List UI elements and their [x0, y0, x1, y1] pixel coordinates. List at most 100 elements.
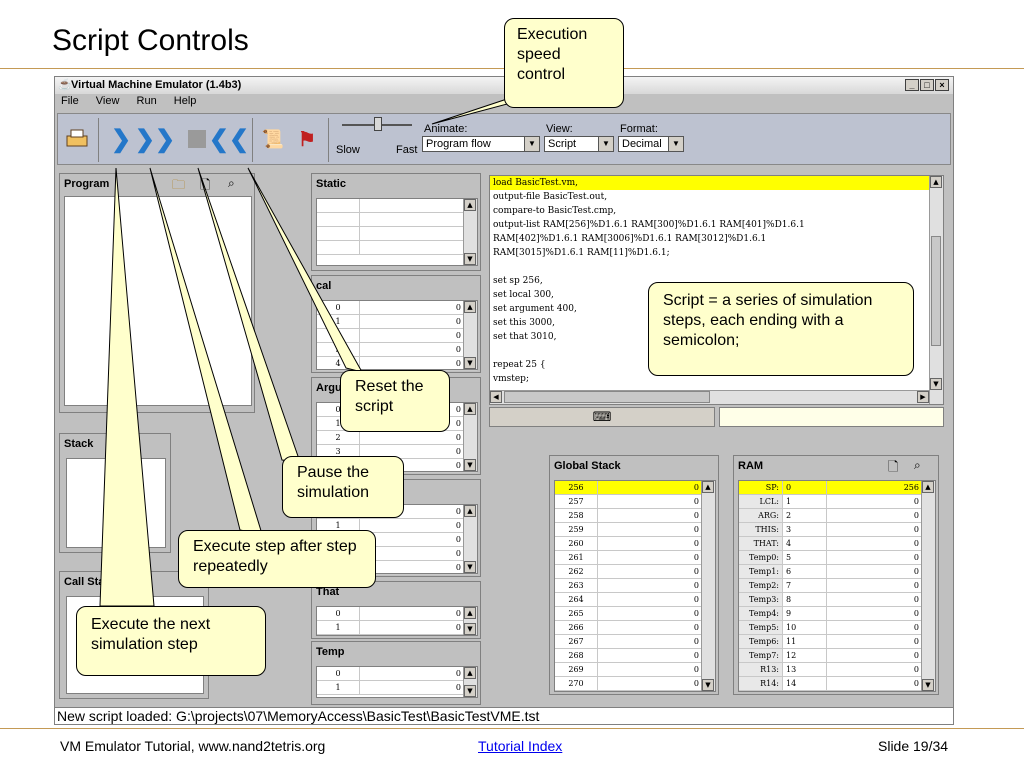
- row-value[interactable]: 0: [455, 623, 461, 632]
- row-value[interactable]: 0: [455, 609, 461, 618]
- menu-run[interactable]: Run: [136, 95, 157, 107]
- row-value[interactable]: 0: [455, 669, 461, 678]
- row-value[interactable]: 0: [455, 461, 461, 470]
- load-program-button[interactable]: [62, 124, 92, 154]
- script-line[interactable]: output-file BasicTest.out,: [493, 192, 608, 202]
- script-line[interactable]: set that 3010,: [493, 332, 557, 342]
- reset-button[interactable]: ❮❮: [209, 124, 249, 154]
- program-list[interactable]: [64, 196, 252, 406]
- scrollbar[interactable]: ▲▼: [463, 505, 477, 573]
- row-value[interactable]: 0: [455, 317, 461, 326]
- new-file-icon[interactable]: 🗋: [888, 459, 899, 474]
- row-value[interactable]: 0: [455, 683, 461, 692]
- script-hscrollbar[interactable]: ◀▶: [490, 390, 929, 404]
- scrollbar[interactable]: ▲▼: [463, 301, 477, 369]
- scrollbar[interactable]: ▲▼: [463, 199, 477, 265]
- maximize-button[interactable]: □: [920, 79, 934, 91]
- row-value[interactable]: 0: [693, 539, 699, 548]
- folder-icon[interactable]: 🗀: [172, 177, 186, 192]
- script-line[interactable]: set this 3000,: [493, 318, 555, 328]
- ram-value[interactable]: 0: [913, 581, 919, 590]
- script-line[interactable]: repeat 25 {: [493, 360, 546, 370]
- row-value[interactable]: 0: [455, 507, 461, 516]
- row-value[interactable]: 0: [455, 331, 461, 340]
- scrollbar[interactable]: ▲▼: [463, 667, 477, 697]
- ram-value[interactable]: 0: [913, 567, 919, 576]
- row-value[interactable]: 0: [693, 665, 699, 674]
- row-value[interactable]: 0: [455, 549, 461, 558]
- row-value[interactable]: 0: [455, 521, 461, 530]
- ram-value[interactable]: 0: [913, 525, 919, 534]
- row-value[interactable]: 0: [693, 497, 699, 506]
- row-value[interactable]: 0: [455, 447, 461, 456]
- row-value[interactable]: 0: [693, 679, 699, 688]
- ram-value[interactable]: 0: [913, 553, 919, 562]
- keyboard-button[interactable]: ⌨: [489, 407, 715, 427]
- view-select[interactable]: Script▼: [544, 136, 614, 152]
- script-line[interactable]: RAM[3015]%D1.6.1 RAM[11]%D1.6.1;: [493, 248, 670, 258]
- ram-value[interactable]: 0: [913, 539, 919, 548]
- scrollbar[interactable]: ▲▼: [463, 607, 477, 635]
- ram-value[interactable]: 0: [913, 595, 919, 604]
- row-value[interactable]: 0: [693, 483, 699, 492]
- script-line[interactable]: RAM[402]%D1.6.1 RAM[3006]%D1.6.1 RAM[301…: [493, 234, 767, 244]
- row-value[interactable]: 0: [693, 595, 699, 604]
- row-value[interactable]: 0: [693, 553, 699, 562]
- format-select[interactable]: Decimal▼: [618, 136, 684, 152]
- script-line[interactable]: load BasicTest.vm,: [490, 176, 929, 190]
- script-line[interactable]: set local 300,: [493, 290, 554, 300]
- row-value[interactable]: 0: [455, 303, 461, 312]
- row-value[interactable]: 0: [455, 535, 461, 544]
- stop-button[interactable]: [182, 124, 212, 154]
- ram-value[interactable]: 0: [913, 651, 919, 660]
- binoculars-icon[interactable]: ⌕: [228, 176, 235, 190]
- menu-view[interactable]: View: [95, 95, 120, 107]
- row-value[interactable]: 0: [455, 359, 461, 368]
- scrollbar[interactable]: ▲▼: [701, 481, 715, 691]
- script-line[interactable]: compare-to BasicTest.cmp,: [493, 206, 617, 216]
- run-button[interactable]: ❯❯: [135, 124, 175, 154]
- ram-value[interactable]: 0: [913, 609, 919, 618]
- minimize-button[interactable]: _: [905, 79, 919, 91]
- row-value[interactable]: 0: [455, 563, 461, 572]
- ram-value[interactable]: 0: [913, 623, 919, 632]
- ram-value[interactable]: 256: [903, 483, 919, 492]
- row-value[interactable]: 0: [693, 623, 699, 632]
- single-step-button[interactable]: ❯: [106, 124, 136, 154]
- breakpoints-button[interactable]: ⚑: [292, 124, 322, 154]
